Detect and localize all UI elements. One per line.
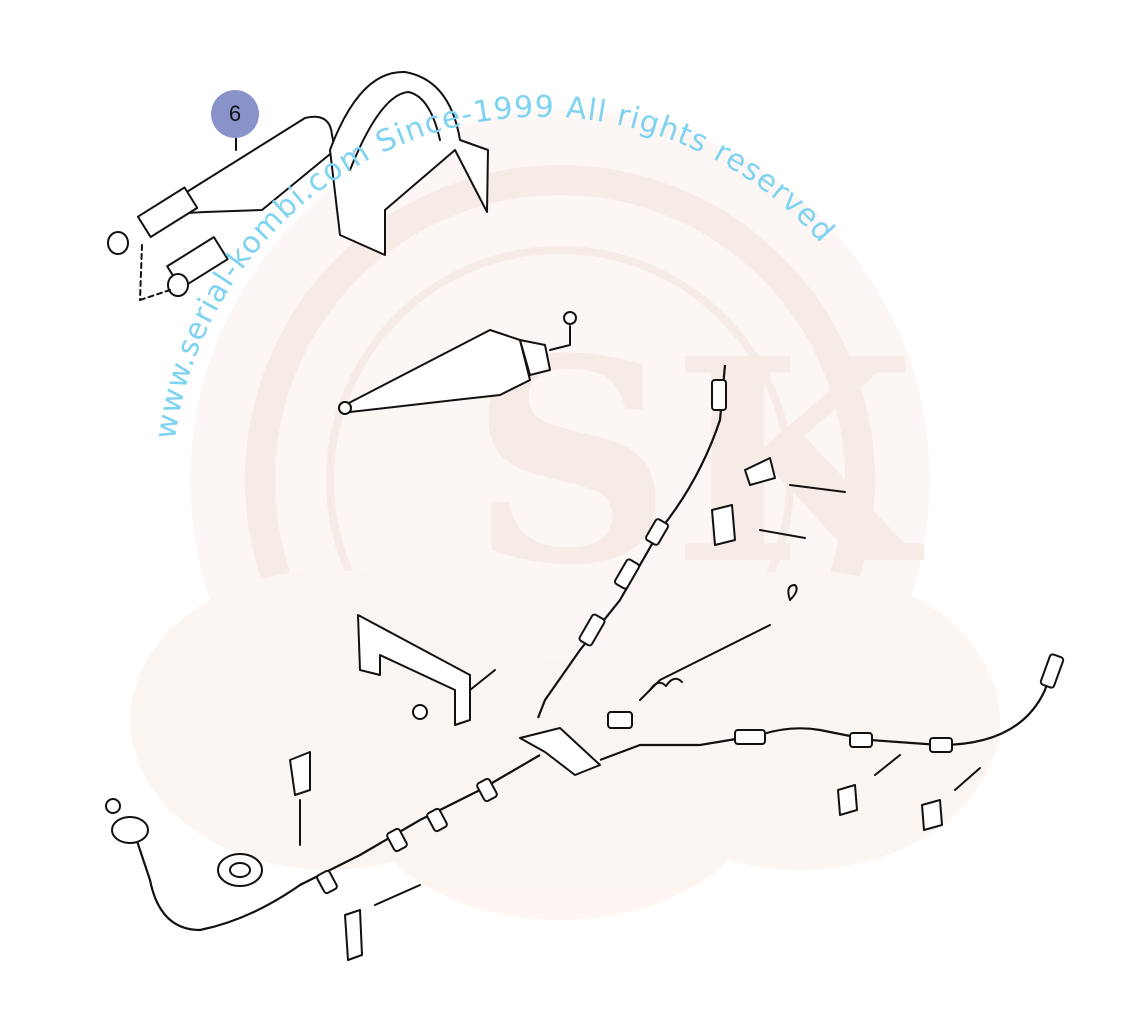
equalizer-bracket — [519, 584, 798, 776]
front-cable — [536, 364, 727, 719]
handbrake-grip-part-6[interactable] — [107, 115, 336, 301]
handbrake-lever — [338, 311, 577, 415]
callout-badge-6[interactable]: 6 — [211, 90, 259, 138]
clips-and-bolts — [289, 457, 981, 961]
console-cover — [329, 70, 489, 256]
mounting-bracket — [357, 614, 496, 726]
rear-cable-right — [599, 653, 1065, 762]
rear-cable-left — [105, 754, 541, 932]
